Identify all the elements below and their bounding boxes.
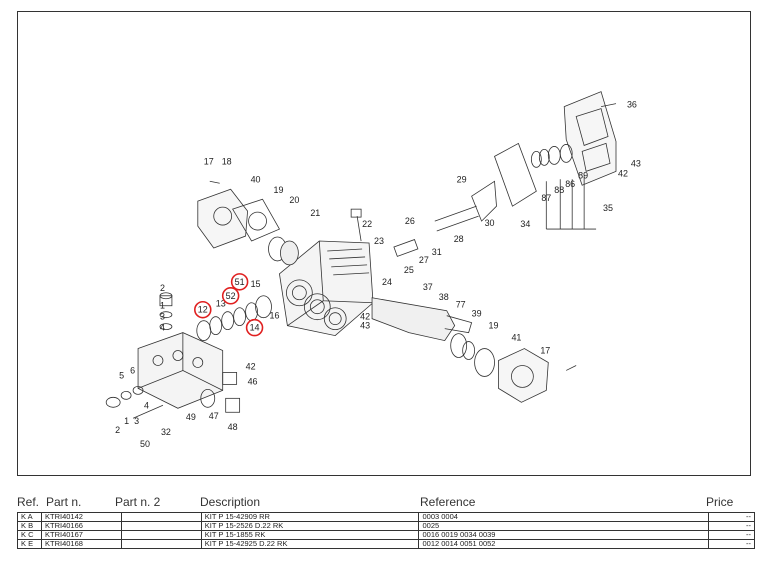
callout-28: 28 [454, 234, 464, 244]
callout-87: 87 [541, 193, 551, 203]
callout-43: 43 [631, 158, 641, 168]
cell-price: -- [708, 539, 755, 549]
callout-42: 42 [360, 312, 370, 322]
callout-1: 1 [160, 301, 165, 311]
crankshaft [371, 297, 456, 342]
cell-reference: 0003 0004 [418, 512, 710, 522]
callout-52: 52 [226, 291, 236, 301]
callout-42: 42 [246, 361, 256, 371]
callout-17: 17 [540, 346, 550, 356]
callout-22: 22 [362, 219, 372, 229]
cell-ref: K E [17, 539, 42, 549]
callout-42: 42 [618, 168, 628, 178]
callout-highlight-14 [245, 318, 264, 337]
callout-highlight-52 [221, 287, 240, 305]
callout-1: 1 [124, 416, 129, 426]
callout-6: 6 [130, 365, 135, 375]
callout-13: 13 [216, 299, 226, 309]
callout-40: 40 [251, 174, 261, 184]
callout-43: 43 [360, 321, 370, 331]
col-header-part2: Part n. 2 [115, 495, 161, 509]
cell-reference: 0012 0014 0051 0052 [418, 539, 710, 549]
callout-18: 18 [222, 156, 232, 166]
callout-26: 26 [405, 216, 415, 226]
manifold-head [137, 332, 224, 409]
callout-39: 39 [472, 309, 482, 319]
callout-48: 48 [228, 422, 238, 432]
callout-36: 36 [627, 100, 637, 110]
callout-19: 19 [273, 185, 283, 195]
callout-19: 19 [489, 321, 499, 331]
callout-34: 34 [520, 219, 530, 229]
callout-41: 41 [511, 333, 521, 343]
callout-86: 86 [565, 179, 575, 189]
callout-35: 35 [603, 203, 613, 213]
callout-31: 31 [432, 247, 442, 257]
callout-highlight-51 [230, 273, 249, 291]
top-cover [197, 188, 248, 249]
callout-2: 2 [115, 425, 120, 435]
callout-2: 2 [160, 283, 165, 293]
callout-27: 27 [419, 255, 429, 265]
bearing-flange [498, 348, 549, 403]
callout-5: 5 [119, 370, 124, 380]
callout-3: 3 [134, 416, 139, 426]
callout-4: 4 [160, 323, 165, 333]
callout-12: 12 [198, 305, 208, 315]
callout-21: 21 [310, 208, 320, 218]
callout-highlight-12 [194, 300, 212, 319]
callout-49: 49 [186, 412, 196, 422]
callout-89: 89 [578, 170, 588, 180]
callout-16: 16 [269, 311, 279, 321]
col-header-price: Price [706, 495, 734, 509]
callout-32: 32 [161, 427, 171, 437]
callout-23: 23 [374, 236, 384, 246]
cell-part2 [120, 539, 202, 549]
callout-25: 25 [404, 265, 414, 275]
callout-24: 24 [382, 277, 392, 287]
col-header-description: Description [200, 495, 261, 509]
callout-50: 50 [140, 439, 150, 449]
col-header-ref: Ref. [17, 495, 40, 509]
callout-17: 17 [204, 156, 214, 166]
callout-47: 47 [209, 411, 219, 421]
callout-3: 3 [160, 312, 165, 322]
callout-46: 46 [248, 376, 258, 386]
gasket-34 [494, 142, 537, 207]
callout-4: 4 [144, 400, 149, 410]
callout-14: 14 [250, 323, 260, 333]
callout-77: 77 [456, 300, 466, 310]
col-header-reference: Reference [420, 495, 476, 509]
callout-51: 51 [235, 277, 245, 287]
callout-88: 88 [554, 185, 564, 195]
cell-part2 [120, 530, 202, 540]
col-header-part: Part n. [46, 495, 82, 509]
cell-part: KTRI40168 [40, 539, 122, 549]
cell-description: KIT P 15-42925 D.22 RK [200, 539, 420, 549]
cell-part2 [120, 512, 202, 522]
rear-cover [563, 91, 617, 186]
callout-30: 30 [485, 218, 495, 228]
callout-38: 38 [439, 292, 449, 302]
callout-15: 15 [251, 279, 261, 289]
callout-29: 29 [457, 174, 467, 184]
callout-37: 37 [423, 282, 433, 292]
cell-part2 [120, 521, 202, 531]
callout-20: 20 [289, 195, 299, 205]
